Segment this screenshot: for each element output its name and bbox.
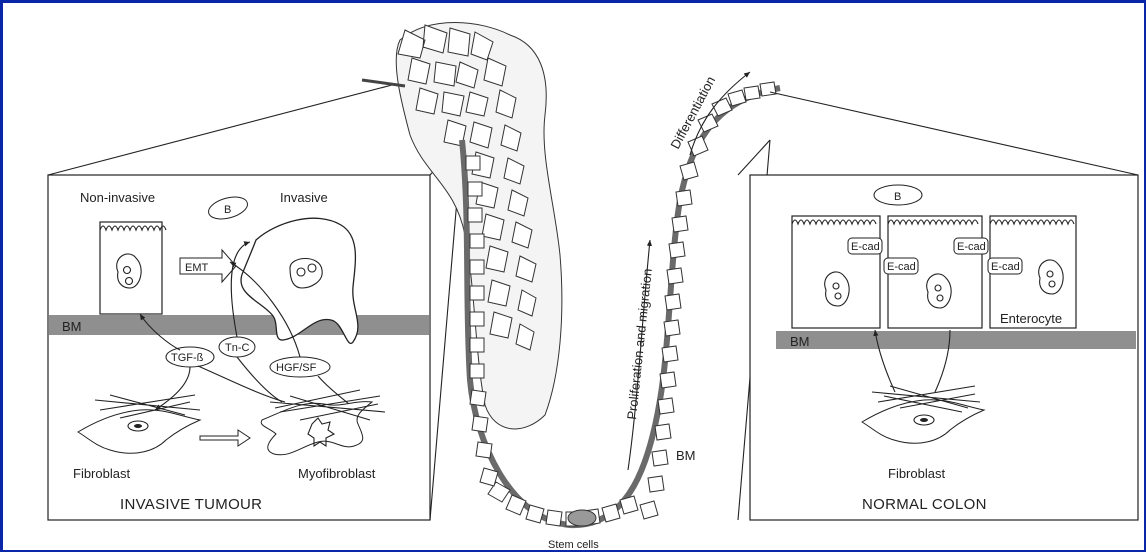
myofibroblast-label: Myofibroblast <box>298 466 376 481</box>
enterocyte-1 <box>792 216 880 328</box>
invasive-tumour-panel: BM Non-invasive Invasive B EMT TGF-ß <box>48 85 462 520</box>
emt-label: EMT <box>185 262 209 274</box>
stem-cells-label: Stem cells <box>548 539 599 551</box>
crypt-bm-label: BM <box>676 448 696 463</box>
stem-cell-niche <box>568 510 596 526</box>
ecad-label-4: E-cad <box>991 261 1020 273</box>
ecad-label-3: E-cad <box>957 241 986 253</box>
right-bm-label: BM <box>790 334 810 349</box>
enterocyte-label: Enterocyte <box>1000 311 1062 326</box>
left-bm-label: BM <box>62 319 82 334</box>
fibroblast-label-left: Fibroblast <box>73 466 130 481</box>
right-bm-band <box>776 331 1136 349</box>
left-b-label: B <box>224 204 231 216</box>
fibroblast-label-right: Fibroblast <box>888 466 945 481</box>
invasive-tumour-title: INVASIVE TUMOUR <box>120 496 262 513</box>
left-bm-band <box>49 315 429 335</box>
tnc-label: Tn-C <box>225 342 250 354</box>
proliferation-label: Proliferation and migration <box>624 268 655 420</box>
non-invasive-cell <box>100 222 166 314</box>
left-perspective-line-top <box>48 85 392 175</box>
tgf-beta-label: TGF-ß <box>171 352 204 364</box>
hgf-sf-label: HGF/SF <box>276 362 317 374</box>
normal-colon-title: NORMAL COLON <box>862 496 987 513</box>
normal-colon-panel: B BM E-cad E-cad E-cad <box>738 92 1138 520</box>
ecad-label-2: E-cad <box>887 261 916 273</box>
invasive-label: Invasive <box>280 190 328 205</box>
non-invasive-label: Non-invasive <box>80 190 155 205</box>
right-b-label: B <box>894 191 901 203</box>
ecad-label-1: E-cad <box>851 241 880 253</box>
right-perspective-line-top <box>770 92 1138 175</box>
